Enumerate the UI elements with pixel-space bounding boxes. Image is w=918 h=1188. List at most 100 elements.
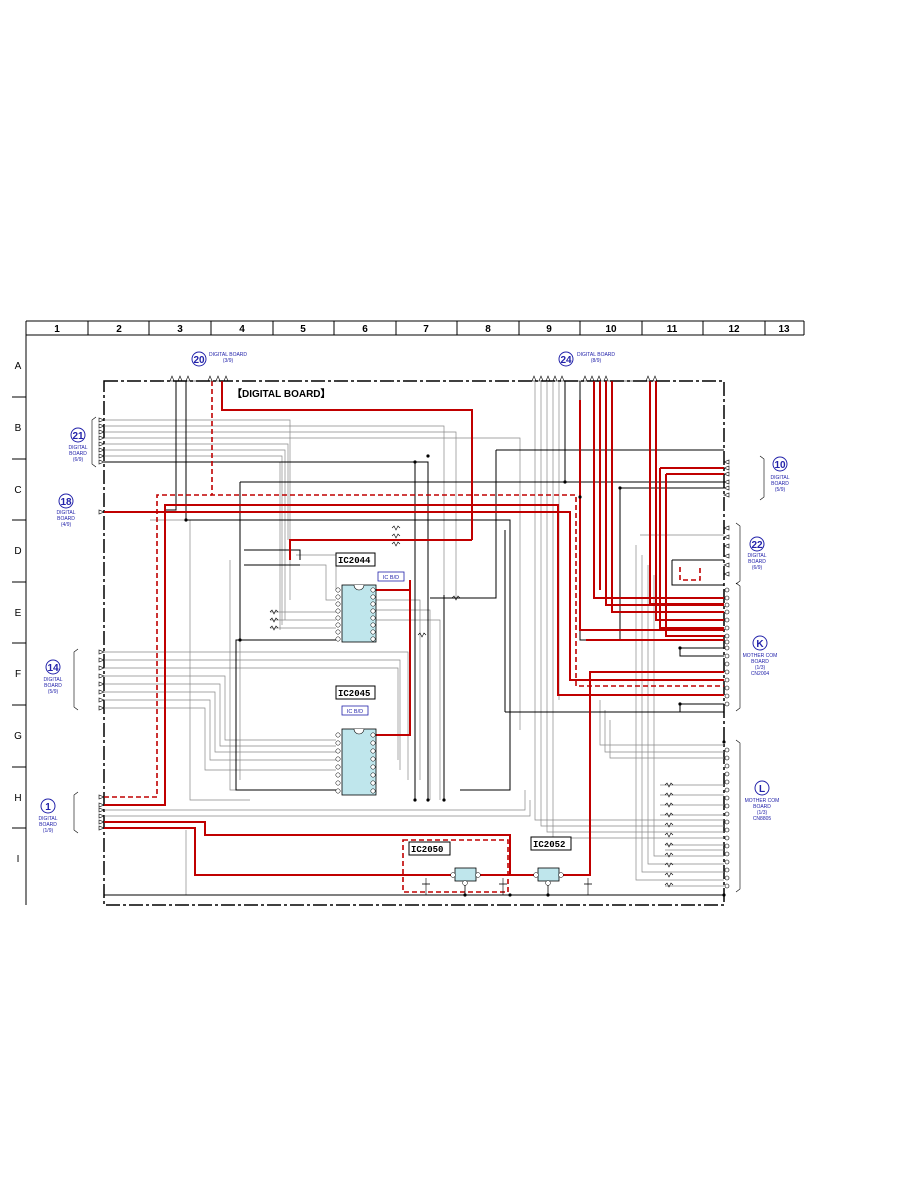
col-label-9: 9 xyxy=(546,324,552,335)
col-label-7: 7 xyxy=(423,324,429,335)
ic2052-title: IC2052 xyxy=(533,840,565,850)
junction-dots xyxy=(184,454,726,897)
red-dashed-wires xyxy=(104,381,724,893)
connector-1-line3: (1/9) xyxy=(43,828,54,834)
connector-21-line3: (6/9) xyxy=(73,457,84,463)
connector-10-line3: (5/9) xyxy=(775,487,786,493)
row-label-i: I xyxy=(17,854,20,865)
ic2045: IC2045 IC B/D xyxy=(335,685,377,796)
terminal-strip-21 xyxy=(91,416,105,468)
connector-18-number: 18 xyxy=(60,497,72,508)
row-label-g: G xyxy=(14,731,22,742)
connector-21: 21 DIGITAL BOARD (6/9) xyxy=(68,427,88,463)
ic2044-title: IC2044 xyxy=(338,556,371,566)
terminal-strip-24 xyxy=(530,375,664,382)
connector-l-line2: BOARD xyxy=(753,804,771,810)
connector-k: K MOTHER COM BOARD (1/3) CN2004 xyxy=(743,635,778,677)
col-label-10: 10 xyxy=(605,324,617,335)
terminal-strip-l xyxy=(724,739,741,893)
terminal-18 xyxy=(98,509,105,515)
connector-18-line1: DIGITAL xyxy=(56,510,75,516)
connector-l-letter: L xyxy=(759,784,765,795)
ic2045-title: IC2045 xyxy=(338,689,370,699)
connector-1-line1: DIGITAL xyxy=(38,816,57,822)
board-title-bg xyxy=(228,386,346,400)
connector-l-line3: (1/3) xyxy=(757,810,768,816)
connector-l-line1: MOTHER COM xyxy=(745,798,780,804)
board-title: 【DIGITAL BOARD】 xyxy=(232,387,331,400)
col-label-4: 4 xyxy=(239,324,245,335)
connector-k-letter: K xyxy=(756,639,764,650)
grid-frame xyxy=(12,320,805,905)
connector-24-line2: (8/9) xyxy=(591,358,602,364)
ic2050-title: IC2050 xyxy=(411,845,443,855)
row-label-h: H xyxy=(14,793,21,804)
connector-14-line3: (5/9) xyxy=(48,689,59,695)
connector-24: 24 DIGITAL BOARD (8/9) xyxy=(558,351,615,367)
ic2044: IC2044 IC B/D xyxy=(335,552,405,643)
connector-20-line2: (3/9) xyxy=(223,358,234,364)
row-label-e: E xyxy=(15,608,22,619)
connector-24-number: 24 xyxy=(560,355,572,366)
resistor-marks xyxy=(269,525,674,888)
connector-20: 20 DIGITAL BOARD (3/9) xyxy=(191,351,247,367)
col-label-6: 6 xyxy=(362,324,368,335)
connector-1: 1 DIGITAL BOARD (1/9) xyxy=(38,798,58,834)
board-outline xyxy=(103,380,725,906)
gray-wires xyxy=(104,381,724,896)
connector-k-line1: MOTHER COM xyxy=(743,653,778,659)
col-label-1: 1 xyxy=(54,324,60,335)
ic2045-tag: IC B/D xyxy=(347,709,363,715)
connector-20-number: 20 xyxy=(193,355,205,366)
connector-10-line1: DIGITAL xyxy=(770,475,789,481)
col-label-3: 3 xyxy=(177,324,183,335)
ic2044-tag: IC B/D xyxy=(383,575,399,581)
connector-21-line1: DIGITAL xyxy=(68,445,87,451)
connector-24-line1: DIGITAL BOARD xyxy=(577,352,615,358)
terminal-strip-14 xyxy=(73,648,105,711)
connector-1-number: 1 xyxy=(45,802,51,813)
col-label-11: 11 xyxy=(667,324,678,335)
col-label-8: 8 xyxy=(485,324,491,335)
connector-l-line4: CN8805 xyxy=(753,816,772,822)
connector-21-line2: BOARD xyxy=(69,451,87,457)
connector-10-number: 10 xyxy=(774,460,786,471)
connector-22-number: 22 xyxy=(751,540,763,551)
connector-10: 10 DIGITAL BOARD (5/9) xyxy=(770,456,790,493)
terminal-strip-1 xyxy=(73,791,105,834)
terminal-strip-10 xyxy=(723,455,765,501)
connector-k-line2: BOARD xyxy=(751,659,769,665)
col-label-13: 13 xyxy=(778,324,790,335)
row-label-d: D xyxy=(14,546,21,557)
terminal-strip-22 xyxy=(723,522,741,585)
col-label-5: 5 xyxy=(300,324,306,335)
connector-14-line2: BOARD xyxy=(44,683,62,689)
connector-20-line1: DIGITAL BOARD xyxy=(209,352,247,358)
connector-18-line3: (4/9) xyxy=(61,522,72,528)
connector-22: 22 DIGITAL BOARD (6/9) xyxy=(747,536,767,571)
connector-k-line4: CN2004 xyxy=(751,671,770,677)
connector-18: 18 DIGITAL BOARD (4/9) xyxy=(56,493,76,528)
connector-1-line2: BOARD xyxy=(39,822,57,828)
terminal-strip-k xyxy=(724,582,741,712)
ic2052: IC2052 xyxy=(530,836,592,895)
connector-14-line1: DIGITAL xyxy=(43,677,62,683)
col-label-2: 2 xyxy=(116,324,122,335)
ic2050: IC2050 xyxy=(408,841,507,895)
row-label-f: F xyxy=(15,669,21,680)
connector-21-number: 21 xyxy=(72,431,84,442)
col-label-12: 12 xyxy=(728,324,740,335)
row-label-a: A xyxy=(15,361,22,372)
connector-k-line3: (1/3) xyxy=(755,665,766,671)
ic2045-body xyxy=(341,728,377,796)
row-label-c: C xyxy=(14,485,21,496)
ic2044-body xyxy=(341,584,377,643)
terminal-strip-20 xyxy=(168,375,232,382)
black-wires xyxy=(104,381,724,896)
connector-l: L MOTHER COM BOARD (1/3) CN8805 xyxy=(745,780,780,822)
connector-10-line2: BOARD xyxy=(771,481,789,487)
connector-22-line3: (6/9) xyxy=(752,565,763,571)
row-label-b: B xyxy=(15,423,22,434)
connector-22-line1: DIGITAL xyxy=(747,553,766,559)
